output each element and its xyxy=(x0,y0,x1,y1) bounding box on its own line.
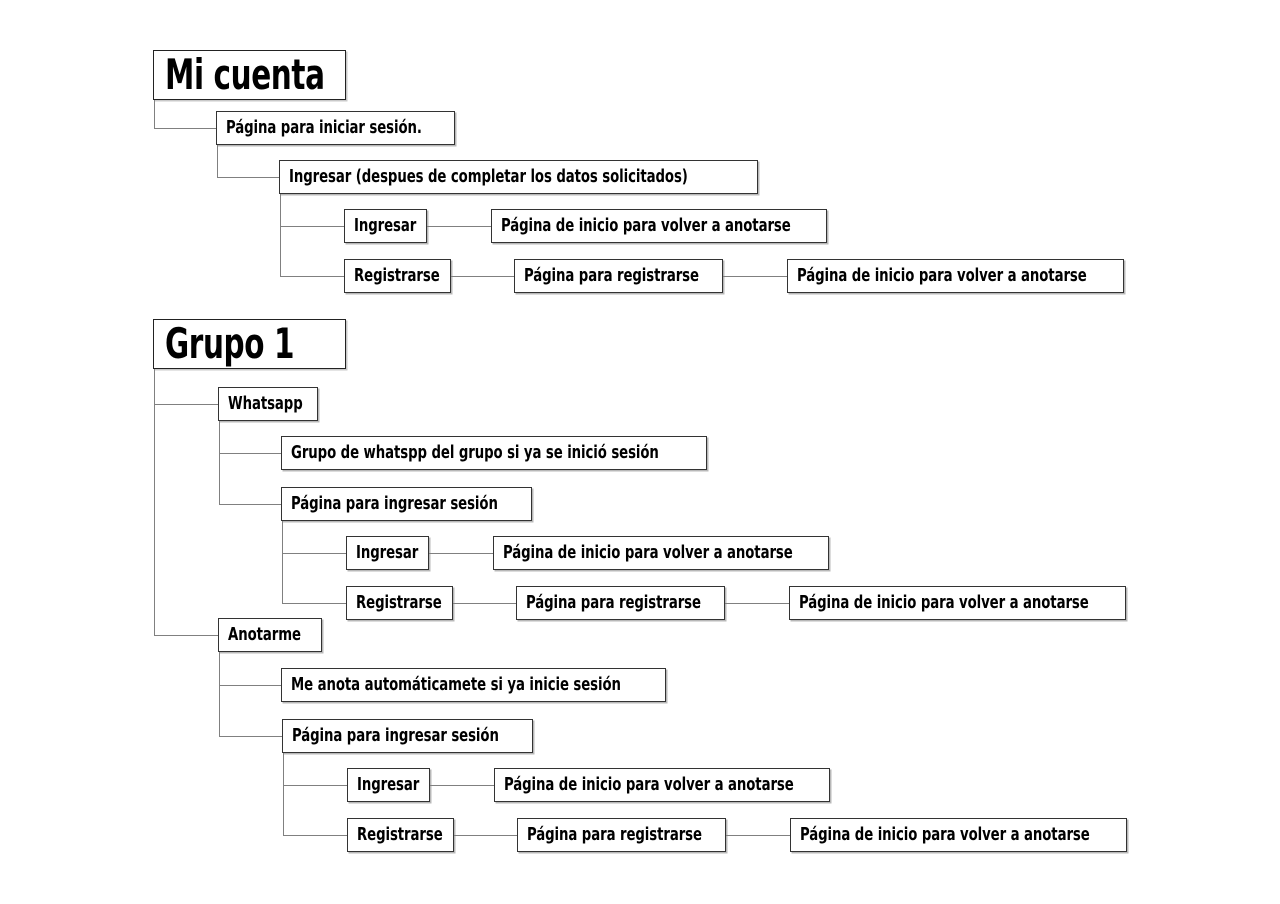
connector-horizontal xyxy=(429,553,494,554)
node-anotarme[interactable]: Anotarme xyxy=(218,618,322,652)
node-label: Registrarse xyxy=(354,265,440,286)
node-label: Página para registrarse xyxy=(527,824,702,845)
node-registrarse-an[interactable]: Registrarse xyxy=(347,818,454,852)
connector-horizontal xyxy=(154,128,217,129)
node-label: Whatsapp xyxy=(228,393,303,414)
connector-horizontal xyxy=(283,785,347,786)
node-ingresar-despues-datos[interactable]: Ingresar (despues de completar los datos… xyxy=(279,160,758,194)
node-pagina-ingresar-sesion-w[interactable]: Página para ingresar sesión xyxy=(281,487,532,521)
connector-horizontal xyxy=(219,736,282,737)
connector-vertical xyxy=(219,421,220,504)
connector-vertical xyxy=(283,753,284,835)
connector-vertical xyxy=(154,100,155,128)
connector-horizontal xyxy=(217,177,280,178)
node-grupo-whatsapp[interactable]: Grupo de whatspp del grupo si ya se inic… xyxy=(281,436,707,470)
node-label: Página de inicio para volver a anotarse xyxy=(501,215,791,236)
node-inicio-volver-anotarse-a2[interactable]: Página de inicio para volver a anotarse xyxy=(787,259,1124,293)
node-pagina-iniciar-sesion[interactable]: Página para iniciar sesión. xyxy=(216,111,455,145)
node-label: Página para registrarse xyxy=(524,265,699,286)
node-pagina-ingresar-sesion-an[interactable]: Página para ingresar sesión xyxy=(282,719,533,753)
node-inicio-volver-anotarse-an1[interactable]: Página de inicio para volver a anotarse xyxy=(494,768,830,802)
node-label: Registrarse xyxy=(357,824,443,845)
node-label: Página para registrarse xyxy=(526,592,701,613)
connector-vertical xyxy=(154,369,155,635)
node-label: Página de inicio para volver a anotarse xyxy=(799,592,1089,613)
node-label: Grupo de whatspp del grupo si ya se inic… xyxy=(291,442,659,463)
connector-horizontal xyxy=(219,453,282,454)
node-whatsapp[interactable]: Whatsapp xyxy=(218,387,318,421)
connector-horizontal xyxy=(282,603,346,604)
node-label: Página para ingresar sesión xyxy=(291,493,498,514)
node-label: Grupo 1 xyxy=(165,319,295,368)
node-pagina-registrarse-w[interactable]: Página para registrarse xyxy=(516,586,725,620)
node-label: Página de inicio para volver a anotarse xyxy=(504,774,794,795)
node-mi-cuenta[interactable]: Mi cuenta xyxy=(153,50,346,100)
connector-vertical xyxy=(219,652,220,736)
connector-horizontal xyxy=(430,785,495,786)
node-label: Ingresar xyxy=(356,542,419,563)
connector-horizontal xyxy=(219,685,282,686)
connector-horizontal xyxy=(154,404,219,405)
node-label: Página de inicio para volver a anotarse xyxy=(800,824,1090,845)
node-me-anota-automaticamente[interactable]: Me anota automáticamete si ya inicie ses… xyxy=(281,668,666,702)
node-inicio-volver-anotarse-w1[interactable]: Página de inicio para volver a anotarse xyxy=(493,536,829,570)
node-label: Registrarse xyxy=(356,592,442,613)
node-pagina-registrarse-an[interactable]: Página para registrarse xyxy=(517,818,726,852)
connector-horizontal xyxy=(283,835,347,836)
node-pagina-registrarse-a[interactable]: Página para registrarse xyxy=(514,259,723,293)
connector-horizontal xyxy=(723,276,788,277)
connector-horizontal xyxy=(427,226,492,227)
connector-vertical xyxy=(217,145,218,177)
node-label: Página de inicio para volver a anotarse xyxy=(503,542,793,563)
node-label: Me anota automáticamete si ya inicie ses… xyxy=(291,674,621,695)
node-inicio-volver-anotarse-w2[interactable]: Página de inicio para volver a anotarse xyxy=(789,586,1126,620)
connector-horizontal xyxy=(219,504,282,505)
node-registrarse-a[interactable]: Registrarse xyxy=(344,259,451,293)
node-inicio-volver-anotarse-a1[interactable]: Página de inicio para volver a anotarse xyxy=(491,209,827,243)
node-label: Mi cuenta xyxy=(165,50,325,99)
node-label: Página de inicio para volver a anotarse xyxy=(797,265,1087,286)
node-label: Ingresar xyxy=(354,215,417,236)
connector-horizontal xyxy=(282,553,346,554)
node-ingresar-an[interactable]: Ingresar xyxy=(347,768,430,802)
node-label: Página para ingresar sesión xyxy=(292,725,499,746)
node-ingresar-a[interactable]: Ingresar xyxy=(344,209,427,243)
connector-horizontal xyxy=(453,603,516,604)
node-ingresar-w[interactable]: Ingresar xyxy=(346,536,429,570)
connector-horizontal xyxy=(451,276,514,277)
connector-horizontal xyxy=(280,276,344,277)
node-label: Ingresar (despues de completar los datos… xyxy=(289,166,688,187)
node-label: Página para iniciar sesión. xyxy=(226,117,422,138)
node-label: Ingresar xyxy=(357,774,420,795)
connector-horizontal xyxy=(725,603,790,604)
node-inicio-volver-anotarse-an2[interactable]: Página de inicio para volver a anotarse xyxy=(790,818,1127,852)
connector-horizontal xyxy=(726,835,791,836)
node-label: Anotarme xyxy=(228,624,301,645)
connector-horizontal xyxy=(154,635,219,636)
node-grupo-1[interactable]: Grupo 1 xyxy=(153,319,346,369)
connector-horizontal xyxy=(280,226,344,227)
connector-vertical xyxy=(282,521,283,603)
connector-horizontal xyxy=(454,835,517,836)
connector-vertical xyxy=(280,194,281,276)
node-registrarse-w[interactable]: Registrarse xyxy=(346,586,453,620)
